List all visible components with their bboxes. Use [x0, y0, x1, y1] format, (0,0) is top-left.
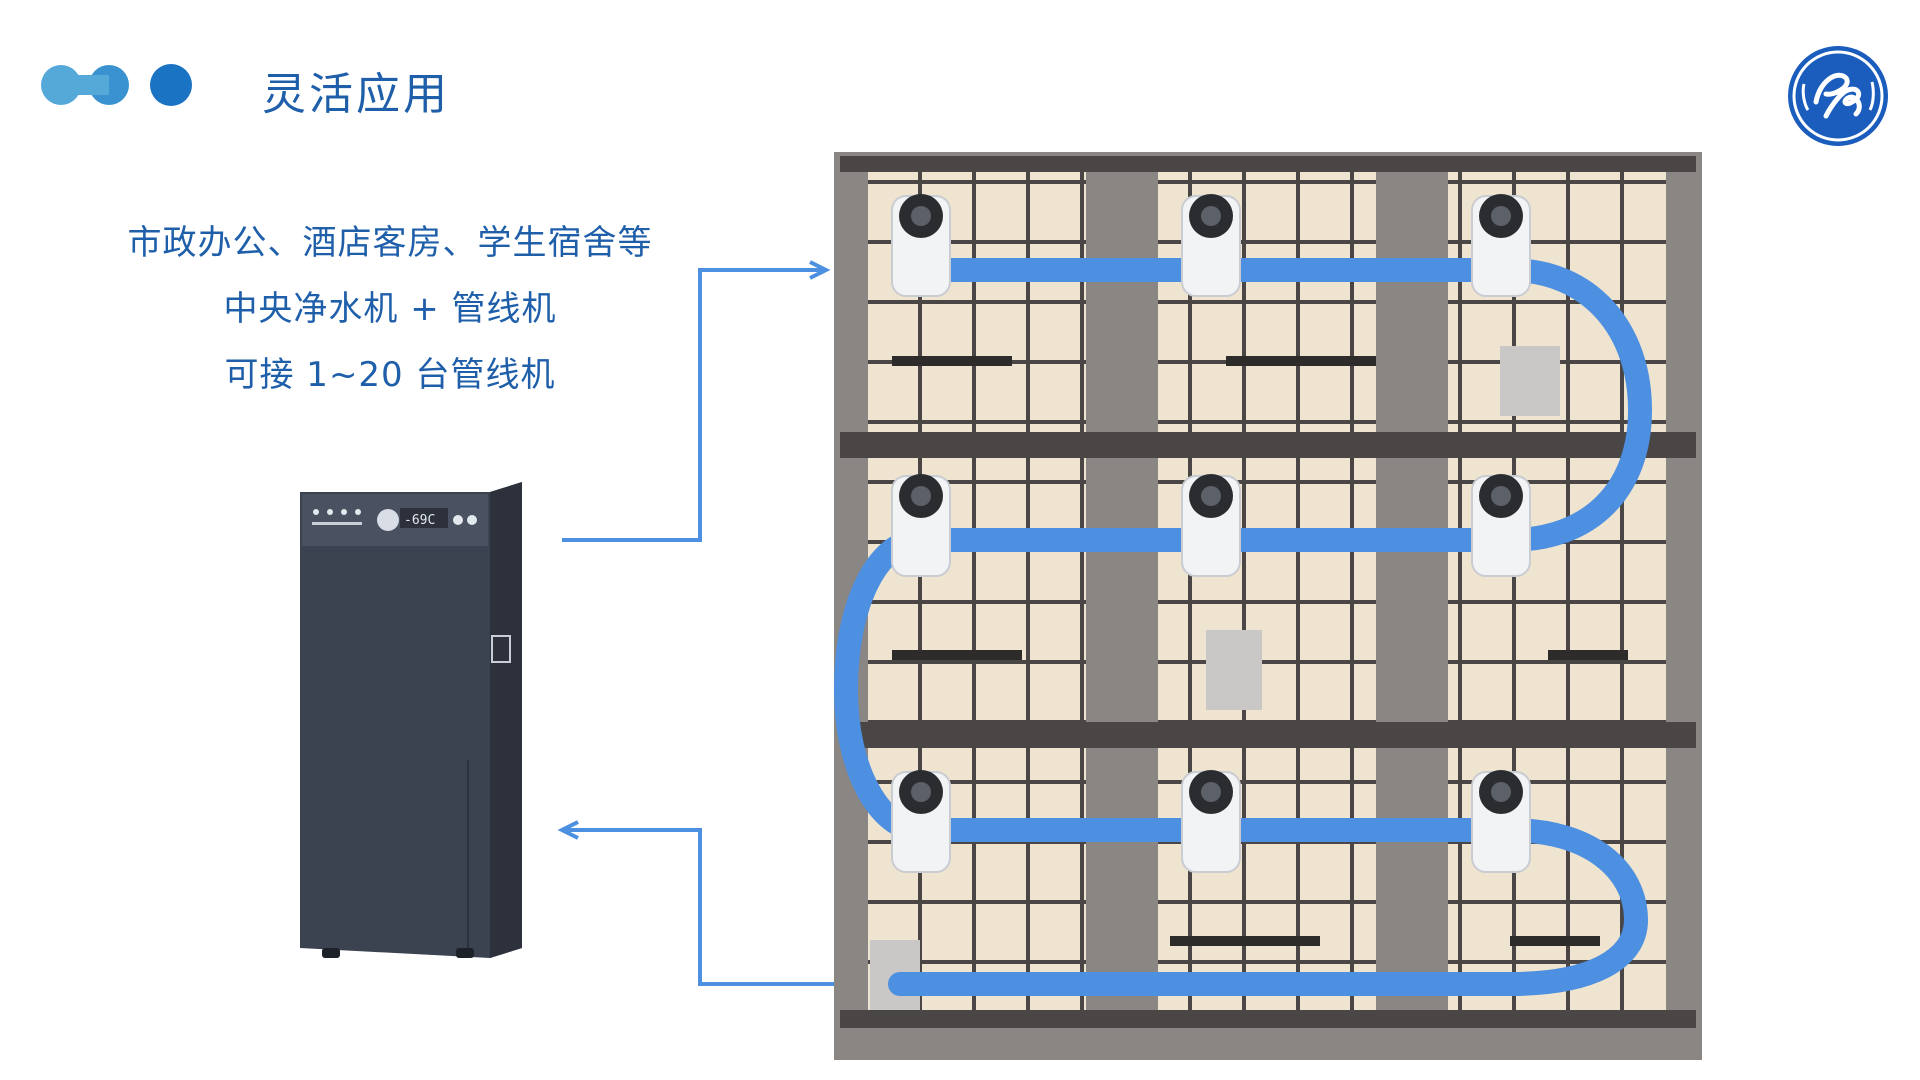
return-arrow [557, 820, 834, 986]
feature-system: 中央净水机 + 管线机 [223, 289, 557, 329]
feature-capacity: 可接 1~20 台管线机 [224, 355, 556, 395]
dispenser-7 [891, 770, 951, 873]
dispenser-1 [891, 194, 951, 297]
pipeline-network [833, 258, 1653, 996]
dispenser-6 [1471, 474, 1531, 577]
feature-scenarios: 市政办公、酒店客房、学生宿舍等 [127, 223, 653, 263]
dispenser-5 [1181, 474, 1241, 577]
dispenser-4 [891, 474, 951, 577]
feature-list: 市政办公、酒店客房、学生宿舍等 中央净水机 + 管线机 可接 1~20 台管线机 [60, 210, 720, 408]
ge-logo-icon [1788, 46, 1888, 146]
purifier-display: -69C [404, 513, 435, 528]
dispenser-units [891, 194, 1531, 873]
central-purifier: -69C [300, 482, 522, 958]
supply-arrow [562, 260, 831, 542]
dispenser-9 [1471, 770, 1531, 873]
page-title: 灵活应用 [262, 69, 450, 120]
office-building [834, 152, 1702, 1060]
dispenser-3 [1471, 194, 1531, 297]
dispenser-2 [1181, 194, 1241, 297]
header-dots-icon [41, 64, 192, 106]
dispenser-8 [1181, 770, 1241, 873]
